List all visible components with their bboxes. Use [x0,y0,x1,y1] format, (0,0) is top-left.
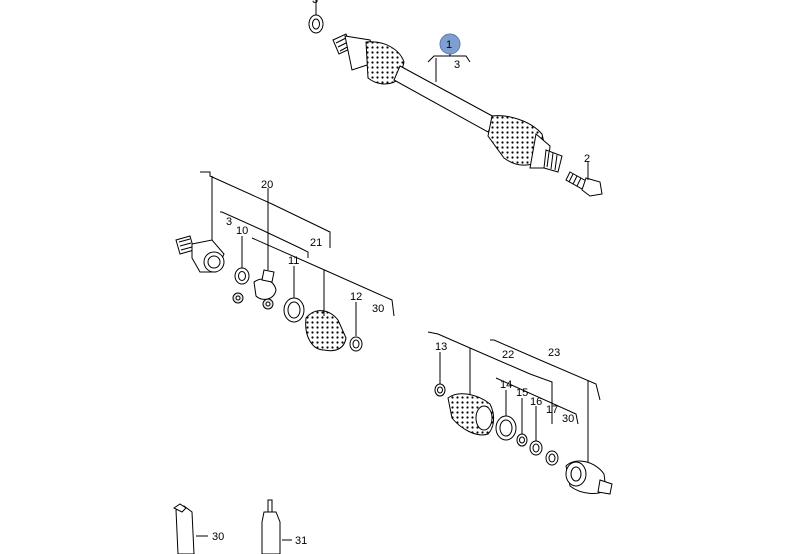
label-17[interactable]: 17 [546,404,558,416]
label-16[interactable]: 16 [530,396,542,408]
label-30-right[interactable]: 30 [562,413,574,425]
bolt[interactable] [565,171,603,197]
shaft-bar [393,65,497,133]
label-3-top[interactable]: 3 [312,0,318,6]
label-30-left[interactable]: 30 [372,303,384,315]
label-2[interactable]: 2 [584,153,590,165]
boot-left[interactable] [305,310,347,352]
bracket-23 [490,339,601,401]
label-31[interactable]: 31 [295,535,307,547]
bracket-30-right [495,377,579,425]
outer-joint[interactable] [175,235,225,273]
drive-shaft-assembly[interactable] [332,33,563,173]
label-3-left[interactable]: 3 [226,216,232,228]
bracket-22 [427,331,553,424]
label-14[interactable]: 14 [500,379,512,391]
label-30-bottom[interactable]: 30 [212,531,224,543]
label-3-shaft[interactable]: 3 [454,59,460,71]
label-22[interactable]: 22 [502,349,514,361]
sealant-bottle[interactable] [261,499,281,554]
label-10[interactable]: 10 [236,225,248,237]
label-21[interactable]: 21 [310,237,322,249]
shaft-bracket [427,55,471,63]
label-13[interactable]: 13 [435,341,447,353]
grease-tube[interactable] [173,503,195,554]
label-11[interactable]: 11 [288,255,299,267]
label-1[interactable]: 1 [446,39,452,51]
bracket-20 [200,171,331,248]
bracket-30-left [251,237,395,317]
label-15[interactable]: 15 [516,387,528,399]
inner-joint[interactable] [565,460,613,495]
label-20[interactable]: 20 [261,179,273,191]
inner-race[interactable] [253,269,277,300]
label-12[interactable]: 12 [350,291,362,303]
label-23[interactable]: 23 [548,347,560,359]
bracket-21 [220,211,309,258]
